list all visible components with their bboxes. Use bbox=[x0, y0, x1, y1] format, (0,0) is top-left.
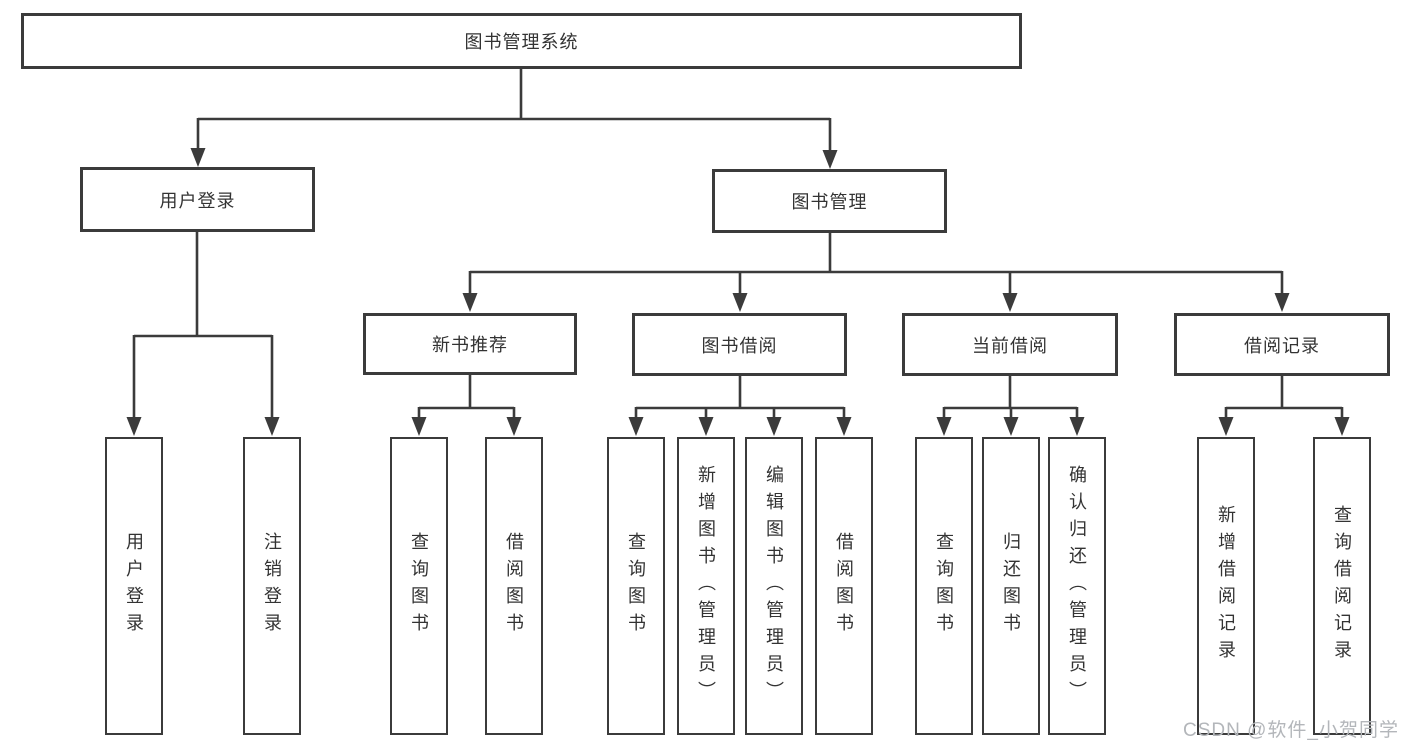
leaf-edit-book-admin: 编辑图书（管理员） bbox=[745, 437, 803, 735]
leaf-add-book-admin-label: 新增图书（管理员） bbox=[696, 464, 716, 708]
leaf-borrow-books-label: 借阅图书 bbox=[834, 532, 854, 640]
leaf-confirm-return-admin: 确认归还（管理员） bbox=[1048, 437, 1106, 735]
node-book-management-label: 图书管理 bbox=[791, 192, 868, 212]
leaf-query-books-current: 查询图书 bbox=[915, 437, 973, 735]
leaf-query-books-current-label: 查询图书 bbox=[934, 532, 954, 640]
node-user-login-label: 用户登录 bbox=[159, 190, 236, 211]
leaf-borrow-books: 借阅图书 bbox=[815, 437, 873, 735]
leaf-query-borrow-record: 查询借阅记录 bbox=[1313, 437, 1371, 735]
leaf-query-borrow-record-label: 查询借阅记录 bbox=[1332, 505, 1352, 667]
node-new-book-recommend: 新书推荐 bbox=[363, 313, 577, 375]
leaf-query-books-recommend-label: 查询图书 bbox=[409, 532, 429, 640]
csdn-watermark: CSDN @软件_小贺同学 bbox=[1183, 720, 1399, 741]
node-new-book-recommend-label: 新书推荐 bbox=[432, 335, 508, 355]
node-root: 图书管理系统 bbox=[21, 13, 1022, 69]
node-user-login: 用户登录 bbox=[80, 167, 315, 232]
leaf-query-books-recommend: 查询图书 bbox=[390, 437, 448, 735]
leaf-return-book: 归还图书 bbox=[982, 437, 1040, 735]
leaf-user-login: 用户登录 bbox=[105, 437, 163, 735]
node-book-management: 图书管理 bbox=[712, 169, 947, 233]
leaf-return-book-label: 归还图书 bbox=[1001, 532, 1021, 640]
leaf-logout-label: 注销登录 bbox=[262, 532, 282, 640]
leaf-add-book-admin: 新增图书（管理员） bbox=[677, 437, 735, 735]
node-current-borrowing: 当前借阅 bbox=[902, 313, 1118, 376]
node-root-label: 图书管理系统 bbox=[464, 32, 579, 52]
leaf-query-books-borrowing-label: 查询图书 bbox=[626, 532, 646, 640]
leaf-add-borrow-record: 新增借阅记录 bbox=[1197, 437, 1255, 735]
leaf-confirm-return-admin-label: 确认归还（管理员） bbox=[1067, 464, 1087, 708]
leaf-query-books-borrowing: 查询图书 bbox=[607, 437, 665, 735]
arrowheads bbox=[126, 148, 1350, 436]
node-borrowing-records-label: 借阅记录 bbox=[1244, 335, 1320, 356]
leaf-borrow-books-recommend-label: 借阅图书 bbox=[504, 532, 524, 640]
node-book-borrowing: 图书借阅 bbox=[632, 313, 847, 376]
node-borrowing-records: 借阅记录 bbox=[1174, 313, 1390, 376]
leaf-borrow-books-recommend: 借阅图书 bbox=[485, 437, 543, 735]
leaf-add-borrow-record-label: 新增借阅记录 bbox=[1216, 505, 1236, 667]
node-current-borrowing-label: 当前借阅 bbox=[972, 335, 1048, 356]
leaf-logout: 注销登录 bbox=[243, 437, 301, 735]
leaf-user-login-label: 用户登录 bbox=[124, 532, 144, 640]
node-book-borrowing-label: 图书借阅 bbox=[701, 335, 778, 356]
leaf-edit-book-admin-label: 编辑图书（管理员） bbox=[764, 464, 784, 708]
